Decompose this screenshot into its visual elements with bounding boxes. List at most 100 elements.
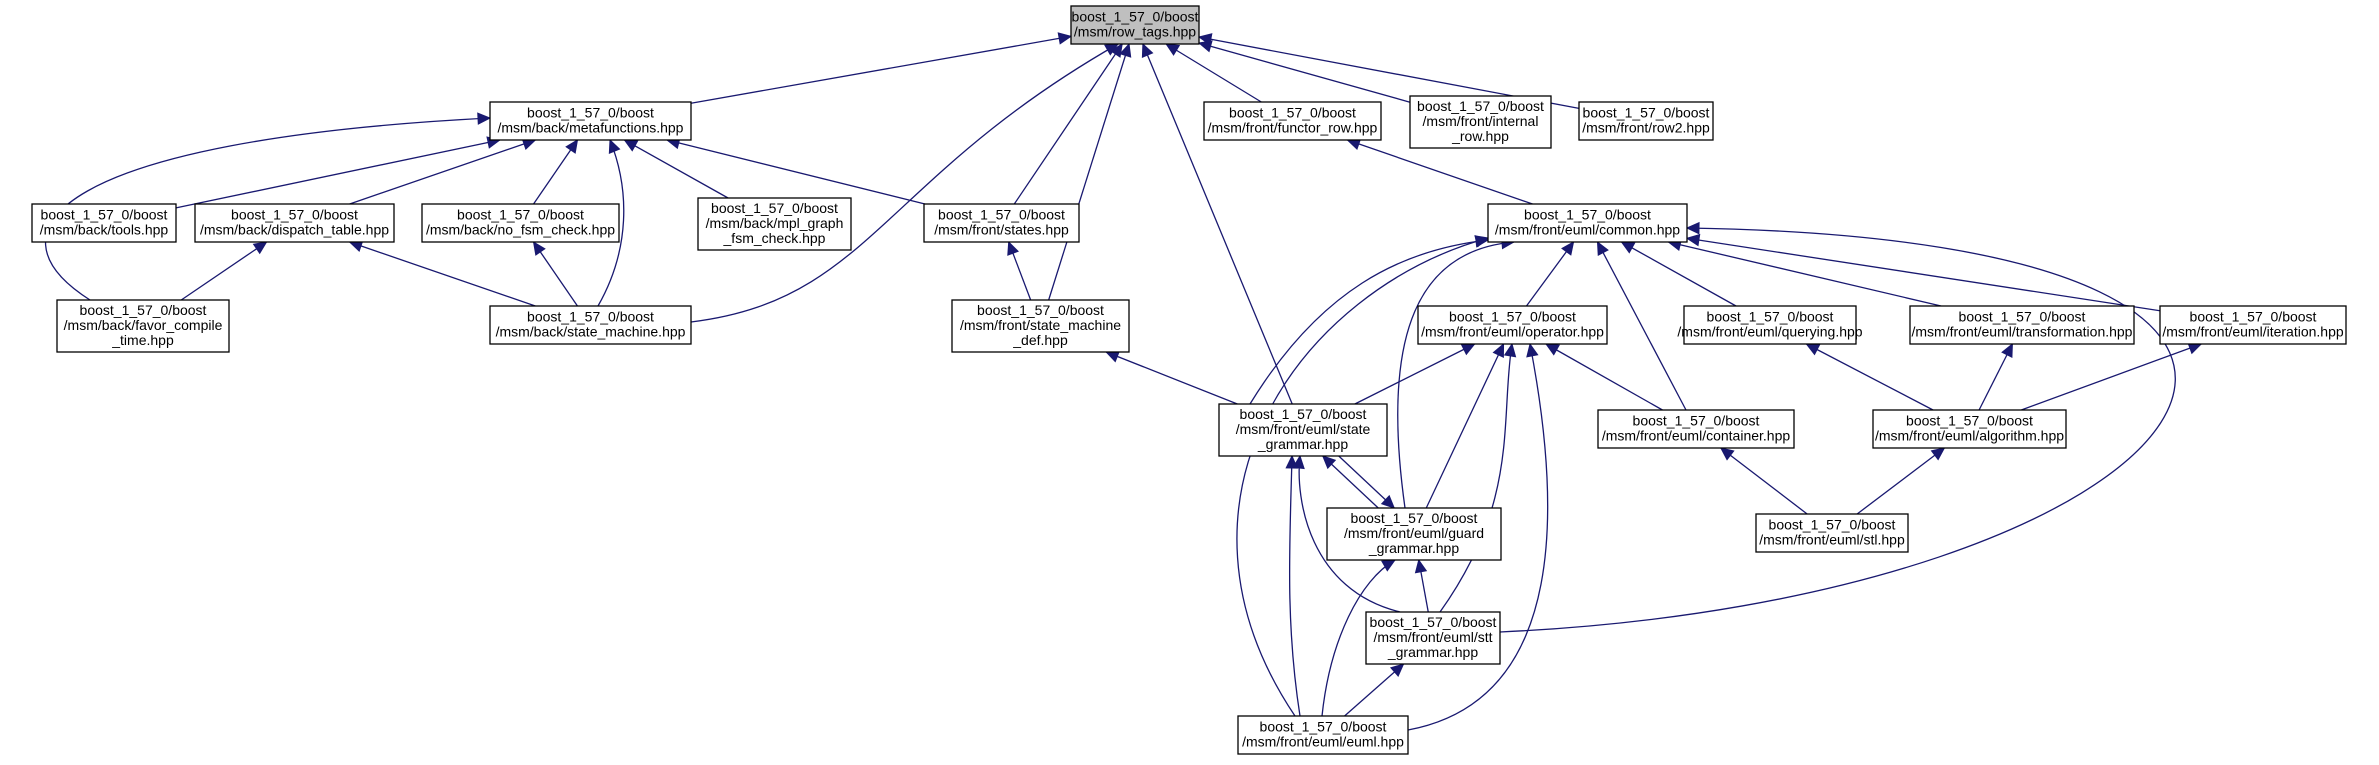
node-box <box>923 203 1080 243</box>
node-iteration[interactable]: boost_1_57_0/boost/msm/front/euml/iterat… <box>2159 305 2347 345</box>
node-box <box>1417 305 1608 345</box>
graph-edges <box>44 32 2203 731</box>
node-label-line: boost_1_57_0/boost <box>1633 413 1760 429</box>
node-stl[interactable]: boost_1_57_0/boost/msm/front/euml/stl.hp… <box>1755 513 1909 553</box>
node-label-line: boost_1_57_0/boost <box>1351 510 1478 526</box>
node-common[interactable]: boost_1_57_0/boost/msm/front/euml/common… <box>1487 203 1688 243</box>
node-mpl-graph[interactable]: boost_1_57_0/boost/msm/back/mpl_graph_fs… <box>697 197 852 251</box>
node-box <box>697 197 852 251</box>
node-box <box>489 101 692 141</box>
node-box <box>1203 101 1382 141</box>
arrowhead-container-to-common <box>1596 240 1609 256</box>
arrowhead-stt_grammar-to-guard_grammar <box>1414 558 1428 574</box>
node-querying[interactable]: boost_1_57_0/boost/msm/front/euml/queryi… <box>1677 305 1863 345</box>
node-metafunctions[interactable]: boost_1_57_0/boost/msm/back/metafunction… <box>489 101 692 141</box>
edge-stl-to-container <box>1720 447 1808 515</box>
node-label-line: /msm/front/euml/euml.hpp <box>1242 734 1404 750</box>
node-box <box>1070 5 1200 45</box>
node-label-line: /msm/back/state_machine.hpp <box>496 324 686 340</box>
node-row2[interactable]: boost_1_57_0/boost/msm/front/row2.hpp <box>1578 101 1714 141</box>
arrowhead-favor_compile-to-metafunctions <box>477 112 492 125</box>
edge-euml-to-state_grammar <box>1288 455 1301 717</box>
arrowhead-state_grammar-to-guard_grammar <box>1380 494 1396 509</box>
node-label-line: boost_1_57_0/boost <box>1707 309 1834 325</box>
edge-favor_compile-to-metafunctions <box>44 117 491 301</box>
arrowhead-guard_grammar-to-operator <box>1492 342 1505 358</box>
edge-no_fsm_check-to-metafunctions <box>533 139 578 205</box>
edge-container-to-common <box>1596 241 1687 411</box>
arrowhead-euml-to-guard_grammar <box>1381 559 1397 572</box>
node-label-line: _fsm_check.hpp <box>723 230 826 246</box>
node-label-line: boost_1_57_0/boost <box>1524 207 1651 223</box>
edge-guard_grammar-to-state_grammar <box>1322 455 1379 509</box>
edge-iteration-to-common <box>1686 237 2161 312</box>
edge-state_grammar-to-operator <box>1354 343 1475 405</box>
node-box <box>1597 409 1795 449</box>
node-state-machine-def[interactable]: boost_1_57_0/boost/msm/front/state_machi… <box>951 299 1130 353</box>
node-euml[interactable]: boost_1_57_0/boost/msm/front/euml/euml.h… <box>1237 715 1409 755</box>
node-transformation[interactable]: boost_1_57_0/boost/msm/front/euml/transf… <box>1909 305 2135 345</box>
edge-functor_row-to-row_tags <box>1165 43 1262 103</box>
node-label-line: /msm/front/state_machine <box>960 317 1121 333</box>
node-favor-compile[interactable]: boost_1_57_0/boost/msm/back/favor_compil… <box>56 299 230 353</box>
node-state-machine[interactable]: boost_1_57_0/boost/msm/back/state_machin… <box>489 305 692 345</box>
arrowhead-state_machine_def-to-states <box>1007 240 1019 256</box>
node-label-line: boost_1_57_0/boost <box>977 302 1104 318</box>
edge-algorithm-to-querying <box>1806 343 1934 411</box>
node-label-line: boost_1_57_0/boost <box>1370 614 1497 630</box>
arrowhead-euml-to-common <box>1474 235 1490 248</box>
node-box <box>1409 95 1552 149</box>
node-label-line: boost_1_57_0/boost <box>1449 309 1576 325</box>
arrowhead-state_machine_def-to-row_tags <box>1119 42 1132 58</box>
node-box <box>31 203 177 243</box>
node-algorithm[interactable]: boost_1_57_0/boost/msm/front/euml/algori… <box>1872 409 2067 449</box>
edge-state_machine-to-metafunctions <box>597 139 625 307</box>
node-box <box>2159 305 2347 345</box>
arrowhead-iteration-to-common <box>1685 233 1701 247</box>
node-guard-grammar[interactable]: boost_1_57_0/boost/msm/front/euml/guard_… <box>1326 507 1502 561</box>
node-box <box>1683 305 1857 345</box>
node-label-line: /msm/back/mpl_graph <box>706 215 844 231</box>
node-tools[interactable]: boost_1_57_0/boost/msm/back/tools.hpp <box>31 203 177 243</box>
node-label-line: boost_1_57_0/boost <box>1769 517 1896 533</box>
edge-stt_grammar-to-common <box>1499 227 2176 633</box>
edge-state_machine-to-no_fsm_check <box>533 241 578 307</box>
node-container[interactable]: boost_1_57_0/boost/msm/front/euml/contai… <box>1597 409 1795 449</box>
arrowhead-state_grammar-to-operator <box>1460 343 1476 356</box>
node-label-line: /msm/back/dispatch_table.hpp <box>200 222 389 238</box>
edge-stt_grammar-to-state_grammar <box>1298 455 1401 613</box>
arrowhead-algorithm-to-transformation <box>2001 342 2013 358</box>
node-label-line: boost_1_57_0/boost <box>1417 98 1544 114</box>
node-label-line: /msm/front/euml/guard <box>1344 525 1484 541</box>
edge-transformation-to-common <box>1668 241 1942 307</box>
node-stt-grammar[interactable]: boost_1_57_0/boost/msm/front/euml/stt_gr… <box>1365 611 1501 665</box>
node-dispatch-table[interactable]: boost_1_57_0/boost/msm/back/dispatch_tab… <box>194 203 395 243</box>
node-label-line: /msm/back/tools.hpp <box>40 222 169 238</box>
node-box <box>1755 513 1909 553</box>
arrowhead-stt_grammar-to-operator <box>1503 342 1517 358</box>
node-state-grammar[interactable]: boost_1_57_0/boost/msm/front/euml/state_… <box>1218 403 1388 457</box>
edge-state_grammar-to-guard_grammar <box>1338 455 1395 509</box>
node-label-line: _def.hpp <box>1012 332 1068 348</box>
edge-tools-to-metafunctions <box>175 139 501 209</box>
node-states[interactable]: boost_1_57_0/boost/msm/front/states.hpp <box>923 203 1080 243</box>
arrowhead-stt_grammar-to-common <box>1685 221 1700 235</box>
arrowhead-algorithm-to-querying <box>1805 343 1821 356</box>
node-operator[interactable]: boost_1_57_0/boost/msm/front/euml/operat… <box>1417 305 1608 345</box>
node-functor-row[interactable]: boost_1_57_0/boost/msm/front/functor_row… <box>1203 101 1382 141</box>
edge-guard_grammar-to-operator <box>1425 343 1505 509</box>
node-internal-row[interactable]: boost_1_57_0/boost/msm/front/internal_ro… <box>1409 95 1552 149</box>
edge-metafunctions-to-row_tags <box>690 35 1072 104</box>
edge-internal_row-to-row_tags <box>1198 42 1411 103</box>
arrowhead-metafunctions-to-row_tags <box>1057 32 1073 45</box>
node-box <box>56 299 230 353</box>
node-no-fsm-check[interactable]: boost_1_57_0/boost/msm/back/no_fsm_check… <box>421 203 620 243</box>
edge-container-to-operator <box>1545 343 1663 411</box>
node-label-line: /msm/front/euml/common.hpp <box>1495 222 1680 238</box>
arrowhead-euml-to-operator <box>1526 342 1539 358</box>
edge-favor_compile-to-dispatch_table <box>180 241 267 301</box>
node-label-line: /msm/front/euml/state <box>1236 421 1371 437</box>
node-label-line: _time.hpp <box>111 332 174 348</box>
arrowhead-functor_row-to-row_tags <box>1165 43 1181 56</box>
arrowhead-querying-to-common <box>1620 241 1636 254</box>
